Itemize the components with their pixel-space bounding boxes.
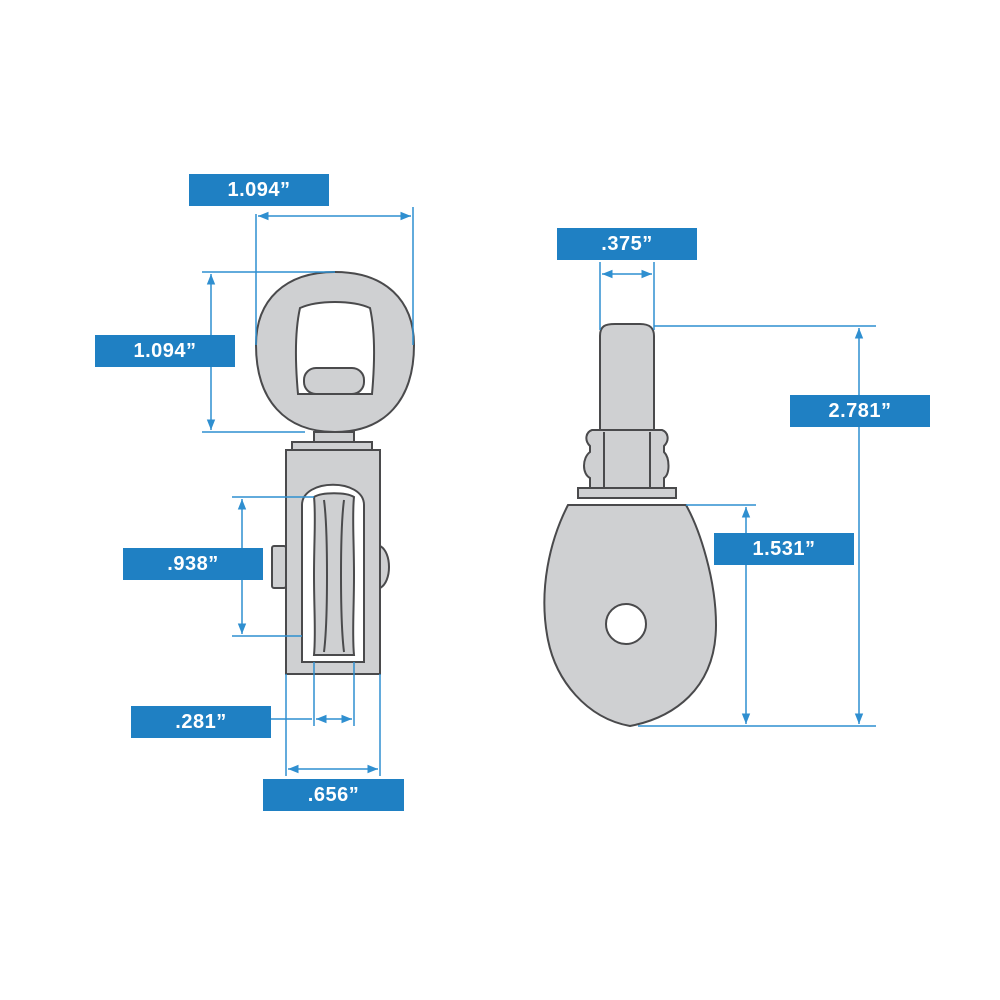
- dimension-label-body-width: .656”: [263, 779, 404, 811]
- front-view: [254, 270, 416, 675]
- axle-boss-right: [379, 544, 390, 590]
- sheave-groove: [323, 499, 345, 653]
- swivel-washer: [291, 441, 373, 451]
- cheek-plate: [543, 504, 718, 728]
- eye-crossbar: [303, 367, 365, 395]
- dimension-label-cheek-height: 1.531”: [714, 533, 854, 565]
- swivel-shank: [599, 323, 655, 433]
- dimension-label-eye-width: 1.094”: [189, 174, 329, 206]
- swivel-collar: [313, 431, 355, 443]
- hex-nut: [583, 429, 670, 489]
- sheave-wheel: [312, 492, 356, 656]
- dimension-label-overall-height: 2.781”: [790, 395, 930, 427]
- axle-boss-left: [271, 545, 287, 589]
- dimension-label-sheave-diameter: .938”: [123, 548, 263, 580]
- side-washer: [577, 487, 677, 499]
- dimension-label-shank-width: .375”: [557, 228, 697, 260]
- swivel-eye: [254, 270, 416, 434]
- side-view: [543, 323, 718, 728]
- dimension-label-groove-width: .281”: [131, 706, 271, 738]
- dimension-label-eye-height: 1.094”: [95, 335, 235, 367]
